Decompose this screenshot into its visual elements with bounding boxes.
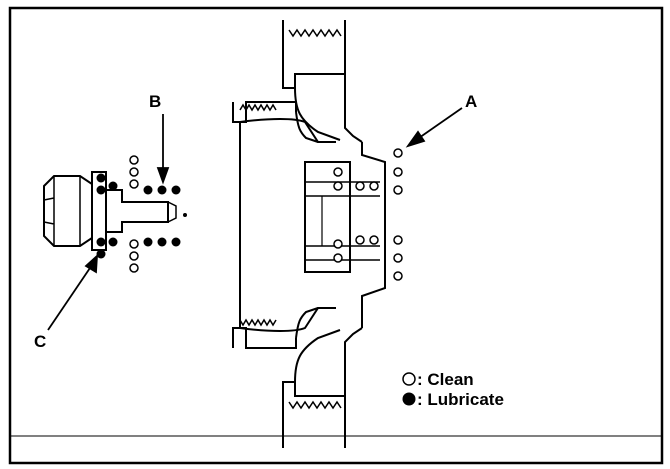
pulley-web-upper — [295, 111, 319, 143]
bolt-thread-end — [167, 201, 177, 223]
clean-dot — [369, 235, 379, 245]
pulley-hub-bore — [304, 161, 351, 273]
pulley-hub-outline — [361, 142, 386, 328]
pulley-top-grooves — [288, 28, 342, 38]
pulley-bottom-grooves — [288, 400, 342, 410]
clean-dot — [393, 148, 403, 158]
bolt-head-facets — [43, 176, 81, 246]
callout-label-b: B — [149, 92, 161, 111]
diagram-frame — [8, 6, 664, 465]
clean-dot — [129, 239, 139, 249]
crankshaft-pulley — [232, 20, 386, 448]
bolt-speck — [183, 213, 187, 217]
bolt-shank — [105, 189, 169, 233]
open-circle-icon — [402, 372, 416, 386]
clean-dot — [393, 185, 403, 195]
clean-dot — [393, 253, 403, 263]
callout-b-arrowhead — [156, 167, 170, 185]
lubricate-dot — [143, 185, 153, 195]
clean-marks — [129, 148, 403, 281]
callout-label-a: A — [465, 92, 477, 111]
clean-dot — [369, 181, 379, 191]
legend-clean-label: : Clean — [417, 370, 474, 389]
filled-circle-icon — [402, 392, 416, 406]
clean-dot — [393, 271, 403, 281]
clean-dot — [333, 253, 343, 263]
legend-lubricate-label: : Lubricate — [417, 390, 504, 409]
pulley-bolt — [43, 171, 187, 251]
pulley-top-rim — [282, 20, 346, 89]
legend: : Clean : Lubricate — [402, 370, 504, 409]
pulley-hub-steps — [305, 181, 350, 261]
pulley-lower-neck — [344, 327, 363, 396]
lubricate-dot — [171, 185, 181, 195]
lubricate-dot — [157, 237, 167, 247]
clean-dot — [129, 167, 139, 177]
lubricate-dot — [96, 173, 106, 183]
lubricate-dot — [108, 237, 118, 247]
clean-dot — [393, 235, 403, 245]
pulley-hub-inner — [350, 181, 380, 261]
clean-dot — [129, 179, 139, 189]
lubricate-marks — [96, 173, 181, 259]
callout-a-arrowhead — [405, 130, 426, 148]
clean-dot — [393, 167, 403, 177]
clean-dot — [129, 251, 139, 261]
lubricate-dot — [143, 237, 153, 247]
pulley-left-upper-grooves — [239, 103, 277, 112]
pulley-lower-spoke — [294, 329, 341, 383]
pulley-web-lower — [295, 307, 319, 339]
clean-dot — [333, 239, 343, 249]
callout-c-leader — [47, 264, 93, 331]
lubricate-dot — [157, 185, 167, 195]
clean-dot — [333, 181, 343, 191]
callout-arrows — [47, 107, 463, 331]
pulley-upper-neck — [344, 74, 363, 143]
lubricate-dot — [108, 181, 118, 191]
pulley-left-lower-grooves — [239, 318, 277, 327]
pulley-left-lower-rim — [232, 327, 297, 349]
pulley-bottom-rim — [282, 381, 346, 448]
callout-a-leader — [415, 107, 463, 141]
pulley-upper-spoke — [294, 87, 341, 141]
bolt-head — [43, 175, 93, 247]
clean-dot — [355, 235, 365, 245]
lubricate-dot — [171, 237, 181, 247]
lubricate-dot — [96, 185, 106, 195]
clean-dot — [333, 167, 343, 177]
clean-dot — [129, 155, 139, 165]
callout-c-arrowhead — [84, 253, 99, 274]
clean-dot — [355, 181, 365, 191]
callout-label-c: C — [34, 332, 46, 351]
lubricate-dot — [96, 249, 106, 259]
clean-dot — [129, 263, 139, 273]
lubricate-dot — [96, 237, 106, 247]
